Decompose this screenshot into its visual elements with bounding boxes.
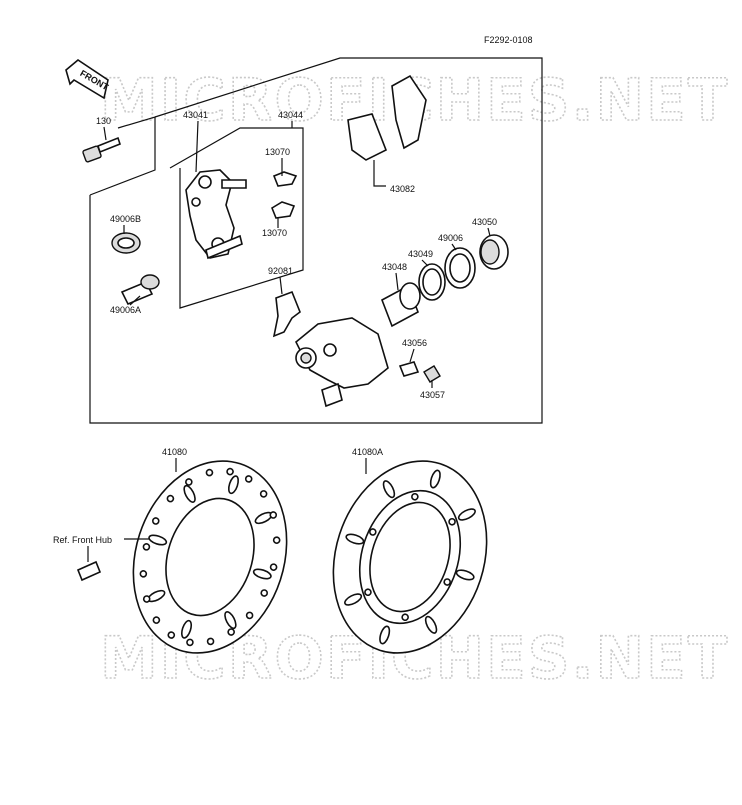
label-43049: 43049 — [408, 249, 433, 259]
disc-41080-hole — [139, 570, 148, 578]
label-43041: 43041 — [183, 110, 208, 120]
bracket-box — [169, 127, 304, 309]
label-13070-lower: 13070 — [262, 228, 287, 238]
disc-41080a-slot — [382, 480, 396, 499]
part-49006b-boot — [111, 232, 141, 254]
disc-41080a-hole — [401, 613, 409, 622]
disc-41080-slot — [224, 611, 237, 630]
part-43041-bracket — [185, 169, 247, 260]
part-41080a-disc — [332, 460, 488, 654]
label-13070-upper: 13070 — [265, 147, 290, 157]
label-130: 130 — [96, 116, 111, 126]
part-43056-bleed-valve — [398, 361, 420, 377]
disc-41080-hole — [185, 478, 193, 486]
disc-41080-hole — [206, 637, 215, 646]
part-43048-piston — [381, 282, 421, 328]
disc-41080a-slot — [345, 533, 365, 545]
label-43048: 43048 — [382, 262, 407, 272]
part-41080-disc — [132, 460, 288, 654]
label-49006: 49006 — [438, 233, 463, 243]
disc-41080-hole — [142, 543, 151, 551]
part-130-bolt — [82, 136, 121, 163]
disc-41080a-slot — [379, 625, 391, 645]
disc-41080-hole — [269, 563, 278, 571]
disc-41080-hole — [166, 494, 175, 503]
part-13070-clip-upper — [272, 171, 298, 187]
label-49006b: 49006B — [110, 214, 141, 224]
disc-41080-slot — [181, 619, 193, 639]
disc-41080-hole — [226, 467, 234, 476]
label-43057: 43057 — [420, 390, 445, 400]
label-ref-front-hub: Ref. Front Hub — [53, 535, 112, 545]
disc-41080-hole — [142, 595, 151, 603]
disc-41080-slot — [227, 475, 239, 495]
disc-41080-slot — [183, 484, 196, 503]
part-43050-dust-cap — [479, 234, 509, 270]
label-43044: 43044 — [278, 110, 303, 120]
disc-41080-hole — [244, 475, 253, 483]
part-13070-clip-lower — [271, 201, 296, 219]
label-41080a: 41080A — [352, 447, 383, 457]
disc-41080-hole — [205, 468, 214, 477]
part-92081-spring — [272, 290, 301, 338]
label-43082: 43082 — [390, 184, 415, 194]
disc-41080-hole — [272, 536, 281, 544]
part-49006a-pin — [120, 274, 160, 306]
disc-41080a-hole — [448, 517, 456, 526]
label-43056: 43056 — [402, 338, 427, 348]
disc-41080a-slot — [455, 569, 475, 581]
disc-41080-hole — [269, 511, 278, 519]
disc-41080a-hole — [443, 578, 451, 586]
part-43057-cap — [423, 365, 441, 383]
disc-41080a-slot — [457, 508, 476, 521]
label-49006a: 49006A — [110, 305, 141, 315]
label-43050: 43050 — [472, 217, 497, 227]
disc-41080a-hole — [364, 588, 372, 597]
disc-41080-hole — [151, 517, 160, 525]
part-43049-seal — [418, 263, 446, 301]
disc-41080-hole — [259, 490, 268, 498]
disc-41080-hole — [152, 616, 161, 624]
part-49006-seal — [444, 247, 476, 289]
disc-41080a-slot — [429, 469, 441, 489]
disc-41080-hole — [245, 611, 254, 620]
figure-code: F2292-0108 — [484, 35, 533, 45]
part-caliper-body — [294, 317, 389, 408]
disc-41080-hole — [186, 638, 194, 647]
disc-41080a-hole — [411, 492, 419, 501]
label-92081: 92081 — [268, 266, 293, 276]
label-41080: 41080 — [162, 447, 187, 457]
part-43082-brake-pads — [347, 74, 427, 161]
disc-41080-hole — [167, 631, 176, 639]
disc-41080a-slot — [344, 593, 363, 606]
assembly-box-left — [89, 116, 156, 196]
disc-41080-hole — [227, 628, 235, 636]
disc-41080a-slot — [424, 615, 438, 634]
disc-41080a-hole — [369, 528, 377, 536]
part-disc-screw — [76, 560, 102, 582]
assembly-box — [89, 57, 543, 424]
disc-41080-slot — [148, 534, 168, 546]
disc-41080-slot — [252, 568, 272, 580]
disc-41080-hole — [260, 589, 269, 597]
